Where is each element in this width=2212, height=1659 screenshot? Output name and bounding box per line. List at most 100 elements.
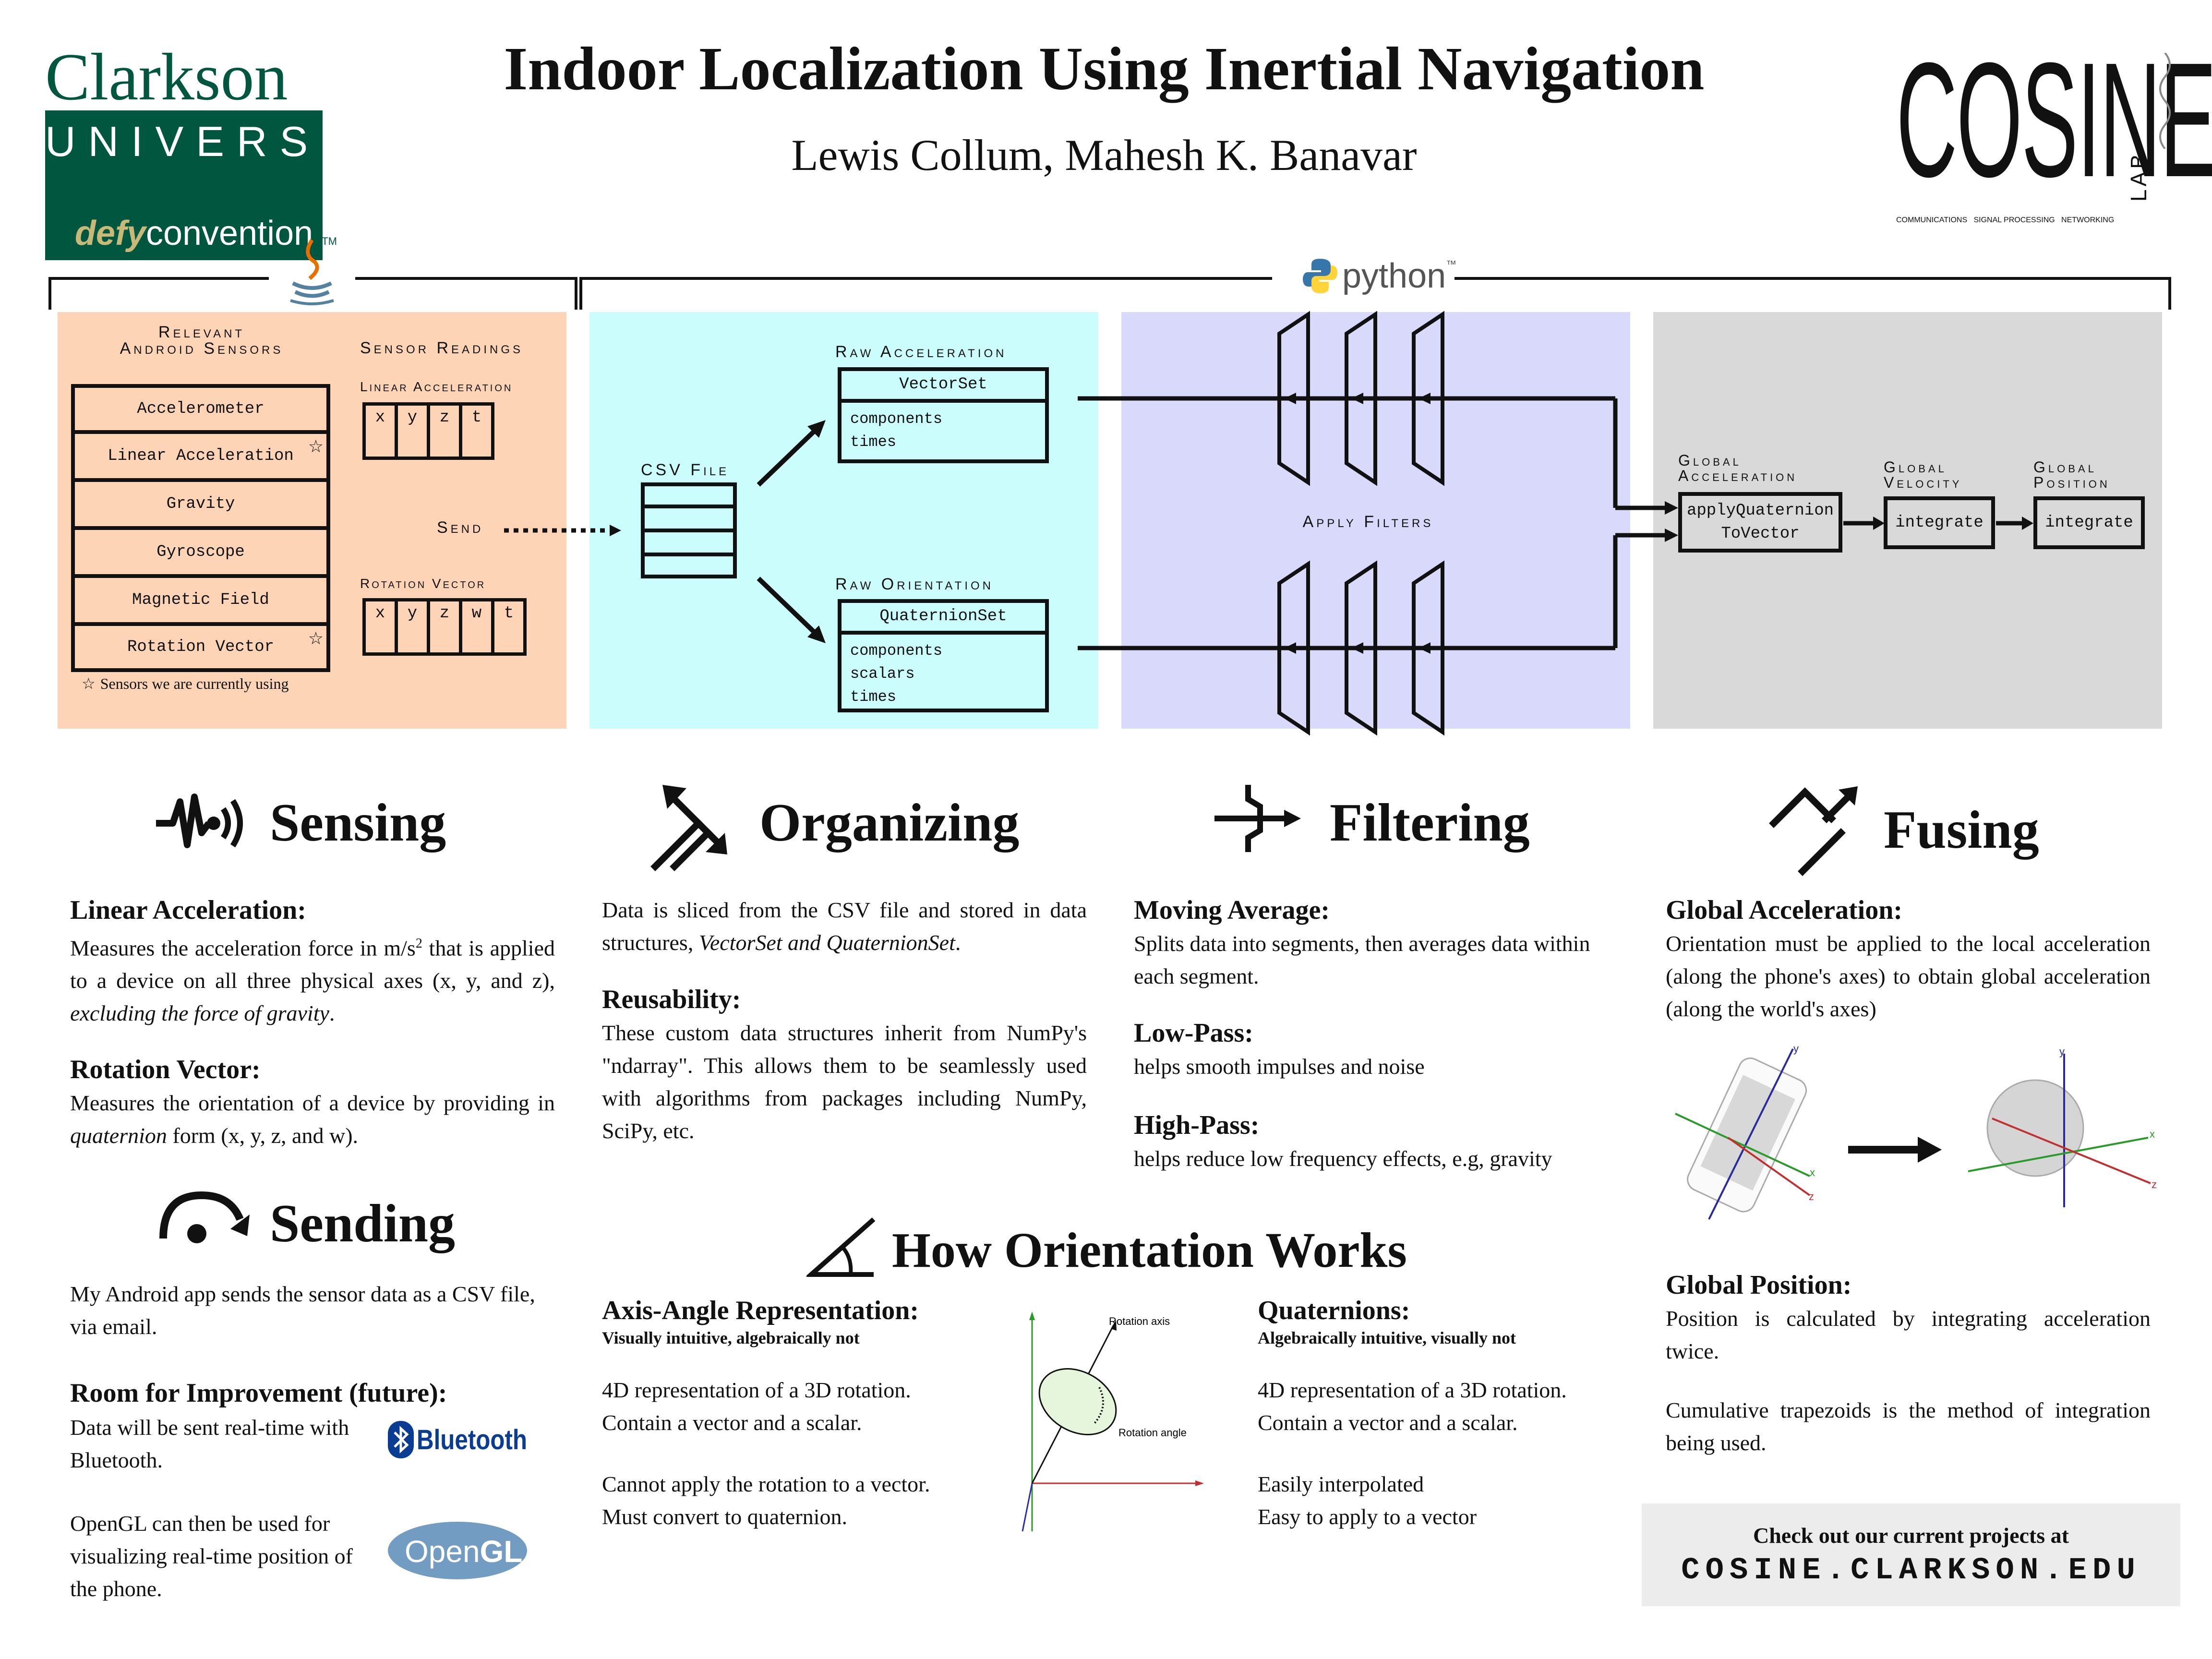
low-pass-title: Low-Pass: [1134,1018,1253,1048]
global-vel-diagram-title: Global Velocity [1884,459,1962,490]
low-pass-text: helps smooth impulses and noise [1134,1054,1425,1079]
vectorset-box: VectorSet components times [838,367,1049,463]
bluetooth-logo: Bluetooth [388,1421,547,1458]
transform-arrow [1848,1137,1942,1163]
sensors-note: ☆Sensors we are currently using [82,674,289,693]
java-bracket [48,277,577,310]
improvement-text-bluetooth: Data will be sent real-time with Bluetoo… [70,1415,349,1472]
projects-callout: Check out our current projects at COSINE… [1642,1503,2180,1606]
linear-accel-title: Linear Acceleration: [70,895,306,925]
filter-arrowhead [1419,642,1431,654]
sensors-title-line1: Relevant [158,323,245,341]
sensors-title-line2: Android Sensors [120,339,284,358]
organizing-panel [589,312,1098,729]
csv-row [641,530,737,554]
java-icon [290,239,334,305]
axis-angle-figure: Rotation axis Rotation angle [1022,1311,1204,1532]
send-arrow [504,525,621,536]
cosine-subtitle: COMMUNICATIONS SIGNAL PROCESSING NETWORK… [1896,216,2115,224]
reusability-text: These custom data structures inherit fro… [602,1021,1087,1143]
global-position-text-2: Cumulative trapezoids is the method of i… [1666,1398,2151,1455]
filter-icon [1412,311,1444,486]
cosine-lab-logo: COSINE LAB COMMUNICATIONS SIGNAL PROCESS… [1896,38,2212,230]
global-vel-title-line2: Velocity [1884,474,1962,491]
sensing-heading: Sensing [270,793,446,853]
axis-angle-title: Axis-Angle Representation: [602,1296,919,1325]
figure-rotation-angle-label: Rotation angle [1118,1427,1187,1439]
star-icon: ☆ [308,437,324,457]
linear-accel-text-a: Measures the acceleration force in m/s [70,936,416,961]
world-z-label: z [2152,1178,2157,1190]
phone-z-label: z [1809,1190,1814,1202]
linear-accel-text-b: that is applied to a device on all three… [70,936,555,993]
quaternionset-field: components [850,642,943,660]
tagline-tm: TM [322,235,337,247]
organizing-text: Data is sliced from the CSV file and sto… [602,894,1087,959]
apply-quaternion-line1: applyQuaternion [1686,502,1834,520]
rotation-vector-text: Measures the orientation of a device by … [70,1087,555,1152]
phone-x-label: x [1810,1166,1815,1178]
organizing-heading: Organizing [759,793,1020,853]
filter-icon [1412,560,1444,736]
vectorset-field: components [850,410,943,428]
python-logo: python ™ [1301,254,1456,298]
raw-orient-title: Raw Orientation [835,575,994,593]
world-sphere [1986,1079,2084,1177]
star-icon: ☆ [308,629,324,649]
vectorset-fields: components times [842,403,1045,458]
raw-accel-title: Raw Acceleration [835,343,1007,361]
axis-angle-text-1b: Contain a vector and a scalar. [602,1410,862,1435]
cosine-wordmark: COSINE [1896,29,2212,211]
global-pos-title-line2: Position [2033,474,2110,491]
world-y-label: y [2059,1046,2065,1058]
sensor-label: Magnetic Field [132,591,269,609]
connection-arrowheads [1665,501,1678,542]
sending-icon [159,1191,250,1243]
clarkson-wordmark: Clarkson [45,40,288,114]
sending-heading: Sending [270,1194,455,1253]
rotation-vector-text-a: Measures the orientation of a device by … [70,1091,555,1115]
reusability-title: Reusability: [602,985,741,1014]
sensors-note-text: Sensors we are currently using [100,675,289,692]
quaternionset-fields: components scalars times [842,635,1045,713]
organizing-text-em: VectorSet and QuaternionSet [698,930,955,955]
axis-angle-text-1: 4D representation of a 3D rotation. Cont… [602,1374,1034,1439]
improvement-text-opengl: OpenGL can then be used for visualizing … [70,1511,353,1601]
moving-average-title: Moving Average: [1134,895,1330,925]
python-bracket [579,277,2171,310]
sensor-item: Gyroscope [71,528,330,576]
tagline-convention: convention [145,214,313,252]
filter-icon [1345,560,1377,736]
clarkson-tagline: defyconvention TM [75,214,337,253]
rotation-vector-title: Rotation Vector: [70,1055,261,1084]
sensor-item: Accelerometer [71,384,330,432]
filter-icon [1345,311,1377,486]
axis-angle-subtitle: Visually intuitive, algebraically not [602,1328,860,1347]
axis-angle-text-2b: Must convert to quaternion. [602,1504,848,1529]
linear-accel-text-c: . [329,1001,335,1026]
python-label: python [1342,257,1446,295]
integrate-position-label: integrate [2045,514,2133,532]
fusing-panel [1653,312,2162,729]
readings-title: Sensor Readings [360,339,524,357]
improvement-title: Room for Improvement (future): [70,1378,447,1408]
phone-axis-y [1708,1048,1794,1220]
opengl-logo: OpenGL [388,1522,532,1584]
opengl-wordmark: OpenGL [405,1534,522,1569]
linear-accel-reading-title: Linear Acceleration [360,379,513,394]
world-x-label: x [2150,1128,2155,1140]
quaternionset-field: times [850,688,897,706]
quaternions-subtitle: Algebraically intuitive, visually not [1258,1328,1516,1347]
sensor-label: Gravity [166,495,235,513]
global-accel-diagram-title: Global Acceleration [1678,453,1797,483]
send-label: Send [437,518,484,537]
csv-split-arrows [757,420,826,643]
axis-angle-text-2: Cannot apply the rotation to a vector. M… [602,1468,1034,1533]
projects-link[interactable]: COSINE.CLARKSON.EDU [1681,1553,2141,1588]
clarkson-logo: Clarkson UNIVERSITY defyconvention TM [45,38,411,260]
high-pass-text: helps reduce low frequency effects, e.g,… [1134,1146,1552,1171]
fusing-icon [1769,786,1858,876]
filter-arrowhead [1351,393,1363,404]
filter-arrowhead [1284,393,1296,404]
